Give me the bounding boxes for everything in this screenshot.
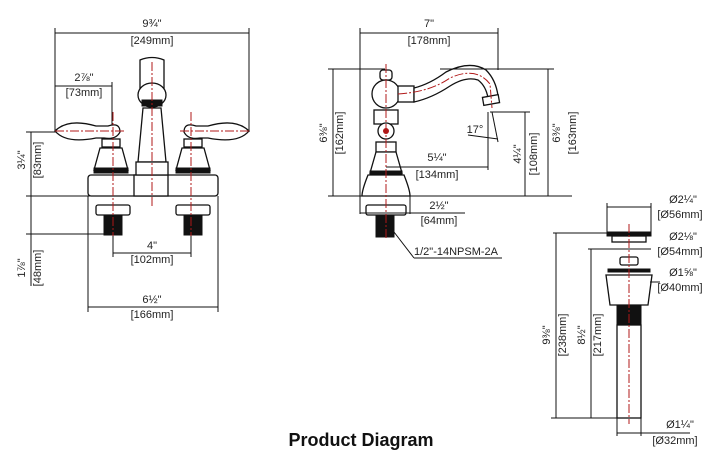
drain-view: Ø2¼" [Ø56mm] Ø2⅛" [Ø54mm] Ø1⅝" [Ø40mm] 9… xyxy=(541,194,703,447)
overall-height-right-in: 6⅜" xyxy=(551,123,563,142)
overall-length-mm: [238mm] xyxy=(557,314,569,357)
center-spread-in: 4" xyxy=(147,240,157,252)
overall-height-left-in: 6⅜" xyxy=(318,123,330,142)
tail-diameter-mm: [Ø32mm] xyxy=(652,435,697,447)
thread-spec: 1/2"-14NPSM-2A xyxy=(414,246,499,258)
base-diameter-mm: [64mm] xyxy=(421,215,458,227)
body-height-in: 3¼" xyxy=(16,150,28,169)
spout-reach-in: 7" xyxy=(424,18,434,30)
spout-height-mm: [108mm] xyxy=(528,133,540,176)
overall-width-mm: [249mm] xyxy=(131,35,174,47)
front-view: 9¾" [249mm] 2⅞" [73mm] 3¼" [83mm] 1⅞" [4… xyxy=(16,18,250,321)
center-spread-mm: [102mm] xyxy=(131,254,174,266)
overall-length-in: 9⅜" xyxy=(541,325,553,344)
tail-length-in: 8½" xyxy=(576,325,588,344)
flange-diameter-in: Ø2⅛" xyxy=(669,231,697,243)
body-diameter-in: Ø1⅝" xyxy=(669,267,697,279)
base-width-mm: [166mm] xyxy=(131,309,174,321)
tail-diameter-in: Ø1¼" xyxy=(666,419,694,431)
side-view: 7" [178mm] 6⅜" [162mm] 17° 4¼" xyxy=(318,18,579,259)
handle-offset-in: 2⅞" xyxy=(74,72,93,84)
spout-reach-mm: [178mm] xyxy=(408,35,451,47)
body-height-mm: [83mm] xyxy=(32,142,44,179)
tail-length-mm: [217mm] xyxy=(592,314,604,357)
spout-height-in: 4¼" xyxy=(512,144,524,163)
spout-angle: 17° xyxy=(467,124,484,136)
cap-diameter-mm: [Ø56mm] xyxy=(657,209,702,221)
flange-diameter-mm: [Ø54mm] xyxy=(657,246,702,258)
overall-width-in: 9¾" xyxy=(142,18,161,30)
diagram-title: Product Diagram xyxy=(288,430,434,450)
overall-height-right-mm: [163mm] xyxy=(567,112,579,155)
center-to-outlet-in: 5¼" xyxy=(427,152,446,164)
handle-offset-mm: [73mm] xyxy=(66,87,103,99)
shank-length-mm: [48mm] xyxy=(32,250,44,287)
body-diameter-mm: [Ø40mm] xyxy=(657,282,702,294)
base-diameter-in: 2½" xyxy=(429,200,448,212)
center-to-outlet-mm: [134mm] xyxy=(416,169,459,181)
overall-height-left-mm: [162mm] xyxy=(334,112,346,155)
shank-length-in: 1⅞" xyxy=(16,258,28,277)
cap-diameter-in: Ø2¼" xyxy=(669,194,697,206)
base-width-in: 6½" xyxy=(142,294,161,306)
